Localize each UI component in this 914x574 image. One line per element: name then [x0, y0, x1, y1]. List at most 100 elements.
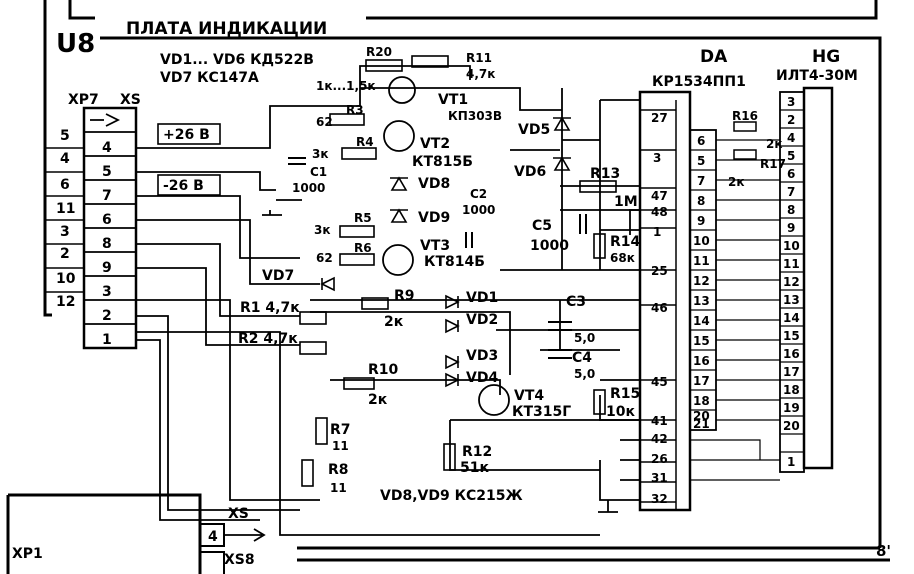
- hg-pin: 19: [783, 401, 800, 415]
- vt4-label: VT4: [514, 388, 544, 404]
- xp7-pin: 4: [60, 151, 70, 167]
- da-pin: 15: [693, 334, 710, 348]
- bottom-xs-label: XS: [228, 506, 249, 522]
- vd9-label: VD9: [418, 210, 450, 226]
- r17-value: 2к: [728, 175, 745, 189]
- board-title: ПЛАТА ИНДИКАЦИИ: [126, 19, 327, 39]
- hg-pin: 12: [783, 275, 800, 289]
- hg-pins: 3 2 4 5 6 7 8 9 10 11 12 13 14 15 16 17 …: [783, 95, 800, 469]
- hg-pin: 2: [787, 113, 795, 127]
- da-pin: 27: [651, 111, 668, 125]
- xs-pin: 3: [102, 284, 112, 300]
- transistor-vt3: [382, 244, 414, 276]
- xp7-pin: 10: [56, 271, 76, 287]
- xp7-outer-pins: 5 4 6 11 3 2 10 12: [56, 128, 76, 310]
- da-pin: 9: [697, 214, 705, 228]
- resistor-r10: [343, 377, 375, 390]
- r7-value: 11: [332, 439, 349, 453]
- hg-pin: 1: [787, 455, 795, 469]
- resistor-r20: [365, 59, 403, 72]
- da-pin: 13: [693, 294, 710, 308]
- hg-pin: 3: [787, 95, 795, 109]
- c4-value: 5,0: [574, 367, 595, 381]
- vd3-label: VD3: [466, 348, 498, 364]
- r13-label: R13: [590, 166, 620, 182]
- resistor-r17: [733, 149, 757, 160]
- hg-pin: 17: [783, 365, 800, 379]
- resistor-r6: [339, 253, 375, 266]
- vt2-type: КТ815Б: [412, 154, 473, 170]
- r7-label: R7: [330, 422, 351, 438]
- resistor-r14: [593, 233, 606, 259]
- resistor-r2: [299, 341, 327, 355]
- capacitor-c5: [579, 214, 587, 234]
- r6-label: R6: [354, 241, 372, 255]
- da-pin: 1: [653, 225, 661, 239]
- hg-pin: 11: [783, 257, 800, 271]
- hg-pin: 13: [783, 293, 800, 307]
- c2-label: C2: [470, 187, 487, 201]
- resistor-r15: [593, 389, 606, 415]
- resistor-r13: [579, 180, 617, 193]
- transistor-vt4: [478, 384, 510, 416]
- outer-frame: [6, 0, 890, 574]
- transistor-vt2: [383, 120, 415, 152]
- da-pin: 5: [697, 154, 705, 168]
- xp7-pin: 12: [56, 294, 75, 310]
- resistor-r4: [341, 147, 377, 160]
- hg-pin: 14: [783, 311, 800, 325]
- display-hg: HG ИЛТ4-30М 3 2 4 5 6 7 8 9 10 11 12 13 …: [690, 47, 858, 481]
- xs-pin: 4: [102, 140, 112, 156]
- vd4-label: VD4: [466, 370, 498, 386]
- xs-pin: 5: [102, 164, 112, 180]
- vt1-label: VT1: [438, 92, 468, 108]
- da-pin: 16: [693, 354, 710, 368]
- da-pin: 48: [651, 205, 668, 219]
- r15-label: R15: [610, 386, 640, 402]
- xp7-pin: 2: [60, 246, 70, 262]
- c3-label: C3: [566, 294, 586, 310]
- xp7-pin: 5: [60, 128, 70, 144]
- xp7-inner-pins: 4 5 7 6 8 9 3 2 1: [102, 140, 112, 348]
- c1-label: C1: [310, 165, 327, 179]
- xs-pin: 6: [102, 212, 112, 228]
- r4-label: R4: [356, 135, 374, 149]
- r14-value: 68к: [610, 251, 635, 265]
- hg-pin: 15: [783, 329, 800, 343]
- vt3-type: КТ814Б: [424, 254, 485, 270]
- hg-pin: 8: [787, 203, 795, 217]
- minus-26v-box: [157, 174, 221, 196]
- chip-da: DA КР1534ПП1 27 3 47 48 1 25 46 45 41 42…: [638, 47, 746, 512]
- zener-vd8: [390, 176, 408, 191]
- da-pin: 21: [693, 417, 710, 431]
- r10-value: 2к: [368, 392, 388, 408]
- vd-note-3: VD8,VD9 КС215Ж: [380, 488, 523, 504]
- da-pin: 17: [693, 374, 710, 388]
- zener-vd7: [320, 276, 335, 292]
- wires: [136, 65, 640, 536]
- da-pin: 8: [697, 194, 705, 208]
- r15-value: 10к: [606, 404, 635, 420]
- da-pin: 45: [651, 375, 668, 389]
- hg-pin: 16: [783, 347, 800, 361]
- bottom-pin: 4: [208, 529, 218, 545]
- r16-value: 2к: [766, 137, 783, 151]
- vd8-label: VD8: [418, 176, 450, 192]
- r8-value: 11: [330, 481, 347, 495]
- capacitor-c1: [288, 157, 306, 165]
- da-pin: 26: [651, 452, 668, 466]
- xp7-label: XP7: [68, 92, 99, 108]
- r8-label: R8: [328, 462, 349, 478]
- r20-label: R20: [366, 45, 392, 59]
- diode-vd5: [553, 116, 571, 131]
- resistor-r12: [443, 443, 456, 471]
- vd2-label: VD2: [466, 312, 498, 328]
- r4-value: 3к: [312, 147, 329, 161]
- hg-pin: 7: [787, 185, 795, 199]
- vd1-label: VD1: [466, 290, 498, 306]
- da-pin: 14: [693, 314, 710, 328]
- c5-label: C5: [532, 218, 552, 234]
- r6-value: 62: [316, 251, 333, 265]
- xp1-label: XP1: [12, 546, 43, 562]
- c4-label: C4: [572, 350, 592, 366]
